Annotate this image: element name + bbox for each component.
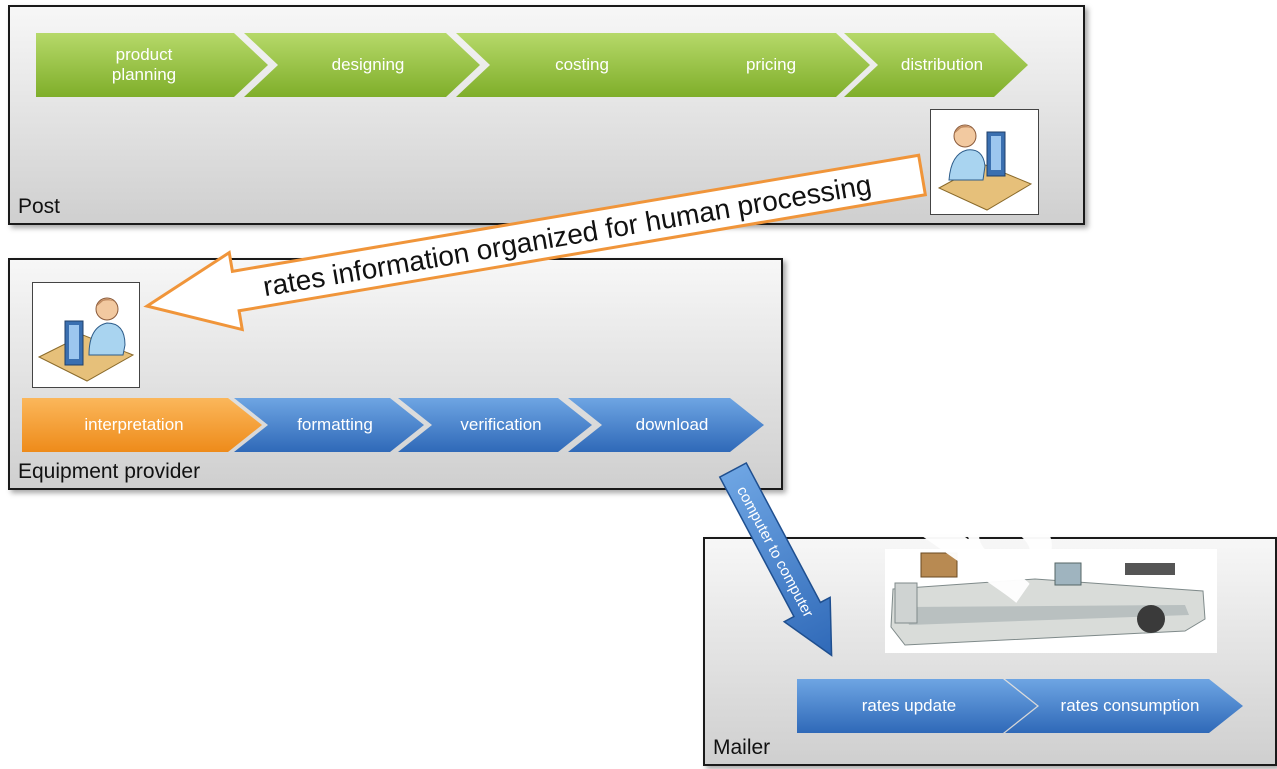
mailing-machine-image bbox=[885, 549, 1217, 653]
computer-to-computer-label: computer to computer bbox=[733, 484, 817, 621]
step-label: download bbox=[635, 415, 709, 435]
step-costing: costing bbox=[456, 33, 696, 97]
step-label: verification bbox=[460, 415, 542, 435]
human-processing-label: rates information organized for human pr… bbox=[261, 169, 874, 302]
step-label: formatting bbox=[297, 415, 373, 435]
equipment-provider-panel: interpretation formatting verification d… bbox=[8, 258, 783, 490]
step-rates-consumption: rates consumption bbox=[1005, 679, 1243, 733]
watermark: buy full bbox=[890, 60, 1277, 631]
mailer-label: Mailer bbox=[713, 736, 771, 759]
post-label: Post bbox=[18, 195, 61, 218]
step-label: distribution bbox=[900, 55, 984, 75]
step-designing: designing bbox=[244, 33, 480, 97]
computer-to-computer-arrow: computer to computer bbox=[718, 461, 833, 657]
post-panel: product planning designing costing prici… bbox=[8, 5, 1085, 225]
step-label: designing bbox=[331, 55, 405, 75]
watermark-text: buy full bbox=[891, 61, 1277, 630]
step-interpretation: interpretation bbox=[22, 398, 262, 452]
step-rates-update: rates update bbox=[797, 679, 1037, 733]
human-processing-arrow: rates information organized for human pr… bbox=[143, 153, 928, 332]
provider-worker-icon bbox=[32, 282, 140, 388]
step-label: costing bbox=[555, 55, 609, 75]
step-pricing: pricing bbox=[660, 33, 870, 97]
step-product-planning: product planning bbox=[36, 33, 268, 97]
step-label: pricing bbox=[745, 55, 797, 75]
step-download: download bbox=[568, 398, 764, 452]
post-worker-icon bbox=[930, 109, 1039, 215]
equipment-provider-label: Equipment provider bbox=[18, 460, 201, 483]
step-label: product planning bbox=[111, 45, 177, 84]
step-label: rates update bbox=[861, 696, 957, 716]
step-label: interpretation bbox=[84, 415, 184, 435]
step-label: rates consumption bbox=[1060, 696, 1200, 716]
